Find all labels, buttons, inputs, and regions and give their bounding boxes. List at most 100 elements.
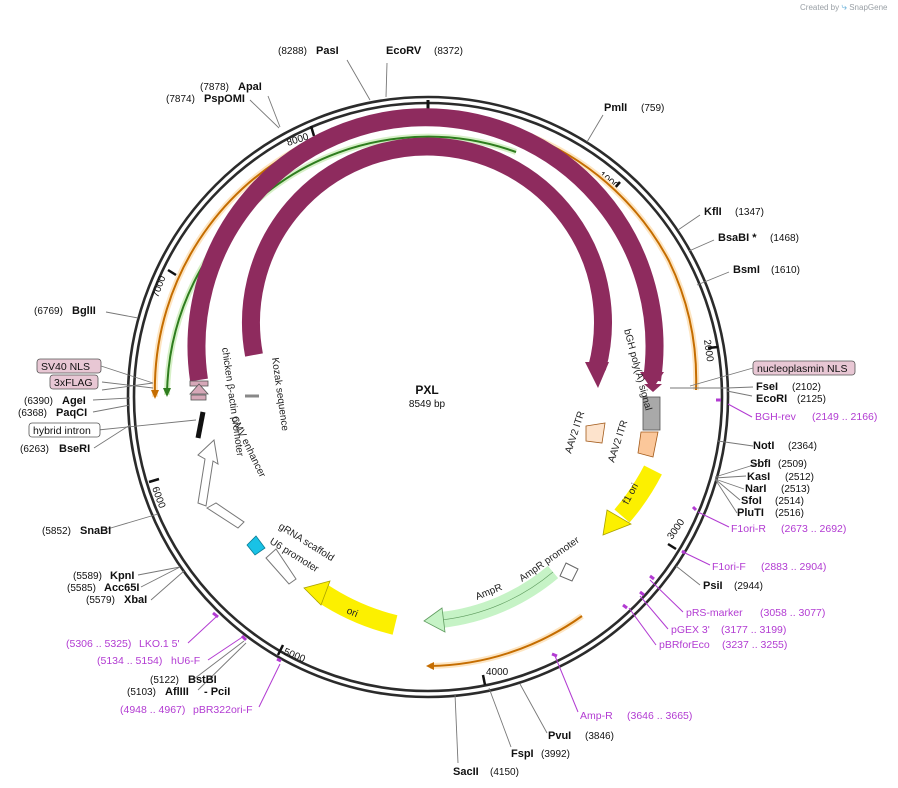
primer-f1ori-r: F1ori-R bbox=[731, 523, 766, 535]
enzyme-leader-lines bbox=[92, 59, 761, 764]
primer-f1ori-r-range: (2673 .. 2692) bbox=[781, 523, 846, 535]
tick-label-3000: 3000 bbox=[665, 517, 687, 542]
ampr-arrowhead bbox=[423, 607, 446, 633]
primer-pgex-3: pGEX 3' bbox=[671, 624, 710, 636]
enzyme-fsei-pos: (2102) bbox=[792, 382, 821, 393]
plasmid-size: 8549 bp bbox=[409, 399, 446, 410]
orange-arc-lower-arrowhead bbox=[426, 662, 434, 670]
tick-4000 bbox=[481, 674, 487, 686]
enzyme-pcii: - PciI bbox=[204, 686, 230, 698]
tick-8000 bbox=[309, 125, 316, 137]
tick-5000 bbox=[276, 644, 285, 656]
enzyme-xbai: XbaI bbox=[124, 594, 147, 606]
enzyme-pluti-pos: (2516) bbox=[775, 508, 804, 519]
enzyme-xbai-pos: (5579) bbox=[86, 595, 115, 606]
enzyme-agei: AgeI bbox=[62, 395, 86, 407]
tick-label-4000: 4000 bbox=[486, 667, 509, 678]
cas9-outer-label: Cas9 bbox=[413, 164, 437, 175]
hybrid-intron-box bbox=[28, 422, 101, 438]
enzyme-kfli: KflI bbox=[704, 206, 722, 218]
enzyme-bsmi-pos: (1610) bbox=[771, 265, 800, 276]
kozak-label: Kozak sequence bbox=[269, 357, 290, 432]
tick-label-2000: 2000 bbox=[701, 339, 715, 363]
enzyme-agei-pos: (6390) bbox=[24, 396, 53, 407]
f1-ori-arrowhead bbox=[602, 509, 632, 536]
credit-brand: SnapGene bbox=[849, 3, 888, 12]
ampr-arc bbox=[440, 565, 559, 628]
sv40-nls-label: SV40 NLS bbox=[41, 361, 90, 373]
primer-f1ori-f: F1ori-F bbox=[712, 561, 746, 573]
enzyme-psii: PsiI bbox=[703, 580, 723, 592]
enzyme-pspomi: PspOMI bbox=[204, 93, 245, 105]
primer-hu6-f-range: (5134 .. 5154) bbox=[97, 655, 162, 667]
enzyme-ecori: EcoRI bbox=[756, 393, 787, 405]
enzyme-bstbi: BstBI bbox=[188, 674, 217, 686]
backbone-outer-ring bbox=[126, 95, 730, 699]
orange-arc-main bbox=[153, 115, 698, 398]
backbone-inner-ring bbox=[132, 101, 724, 693]
enzyme-ecorv: EcoRV bbox=[386, 45, 422, 57]
plasmid-name: PXL bbox=[415, 383, 438, 397]
primer-lko1-range: (5306 .. 5325) bbox=[66, 638, 131, 650]
enzyme-pspomi-pos: (7874) bbox=[166, 94, 195, 105]
enzyme-kpni-pos: (5589) bbox=[73, 571, 102, 582]
tick-2000 bbox=[707, 345, 719, 350]
snapgene-credit: Created by ⤷ SnapGene bbox=[800, 2, 887, 13]
grna-scaffold-mark bbox=[246, 535, 266, 556]
f1-ori-arc bbox=[614, 465, 662, 523]
tick-6000 bbox=[148, 477, 160, 484]
tick-7000 bbox=[167, 268, 177, 277]
boxed-feature-labels: nucleoplasmin NLS SV40 NLS 3xFLAG hybrid… bbox=[28, 358, 856, 438]
cas9-inner-arrowhead bbox=[585, 362, 609, 388]
enzyme-sacii: SacII bbox=[453, 766, 479, 778]
green-arc bbox=[166, 135, 517, 396]
enzyme-kfli-pos: (1347) bbox=[735, 207, 764, 218]
primer-f1ori-f-range: (2883 .. 2904) bbox=[761, 561, 826, 573]
hybrid-intron-label: hybrid intron bbox=[33, 425, 91, 437]
enzyme-sbfi-pos: (2509) bbox=[778, 459, 807, 470]
primer-pbr322ori-f-range: (4948 .. 4967) bbox=[120, 704, 185, 716]
bgh-polya-box bbox=[642, 396, 661, 431]
enzyme-apai-pos: (7878) bbox=[200, 82, 229, 93]
enzyme-pluti: PluTI bbox=[737, 507, 764, 519]
enzyme-pvui: PvuI bbox=[548, 730, 571, 742]
ampr-promoter-arrow bbox=[559, 562, 579, 582]
enzyme-bseri: BseRI bbox=[59, 443, 90, 455]
cas9-outer-arrowhead bbox=[640, 372, 664, 390]
3xflag-mark bbox=[189, 383, 209, 395]
enzyme-bsabi-pos: (1468) bbox=[770, 233, 799, 244]
enzyme-pmli: PmlI bbox=[604, 102, 627, 114]
enzyme-sacii-pos: (4150) bbox=[490, 767, 519, 778]
orange-arc-main-halo bbox=[151, 113, 700, 398]
green-arc-arrowhead bbox=[163, 388, 171, 397]
enzyme-apai: ApaI bbox=[238, 81, 262, 93]
3xflag-box bbox=[49, 374, 99, 390]
enzyme-nari: NarI bbox=[745, 483, 766, 495]
enzyme-snabi: SnaBI bbox=[80, 525, 111, 537]
ampr-arc-outline bbox=[440, 571, 554, 621]
cas9-outer-arc bbox=[187, 108, 664, 382]
primer-marks bbox=[212, 398, 721, 663]
scale-ticks bbox=[148, 125, 719, 686]
enzyme-bsmi: BsmI bbox=[733, 264, 760, 276]
enzyme-fspi: FspI bbox=[511, 748, 534, 760]
tick-3000 bbox=[667, 542, 677, 551]
cas9-inner-arc bbox=[241, 137, 612, 371]
enzyme-paqci-pos: (6368) bbox=[18, 408, 47, 419]
cas9-inner-label: Cas9 bbox=[412, 217, 436, 228]
enzyme-psii-pos: (2944) bbox=[734, 581, 763, 592]
ori-arc bbox=[316, 584, 398, 635]
sv40-nls-leader bbox=[100, 365, 154, 384]
enzyme-pvui-pos: (3846) bbox=[585, 731, 614, 742]
aav2-itr-right-label: AAV2 ITR bbox=[606, 419, 630, 464]
enzyme-noti-pos: (2364) bbox=[788, 441, 817, 452]
primer-pbr322ori-f: pBR322ori-F bbox=[193, 704, 253, 716]
enzyme-ecorv-pos: (8372) bbox=[434, 46, 463, 57]
primer-hu6-f: hU6-F bbox=[171, 655, 200, 667]
enzyme-labels: EcoRV (8372) (8288) PasI (7878) ApaI (78… bbox=[18, 45, 826, 778]
cba-promoter-arrow bbox=[197, 438, 219, 507]
primer-prs-marker-range: (3058 .. 3077) bbox=[760, 607, 825, 619]
primer-amp-r-range: (3646 .. 3665) bbox=[627, 710, 692, 722]
primer-pgex-3-range: (3177 .. 3199) bbox=[721, 624, 786, 636]
